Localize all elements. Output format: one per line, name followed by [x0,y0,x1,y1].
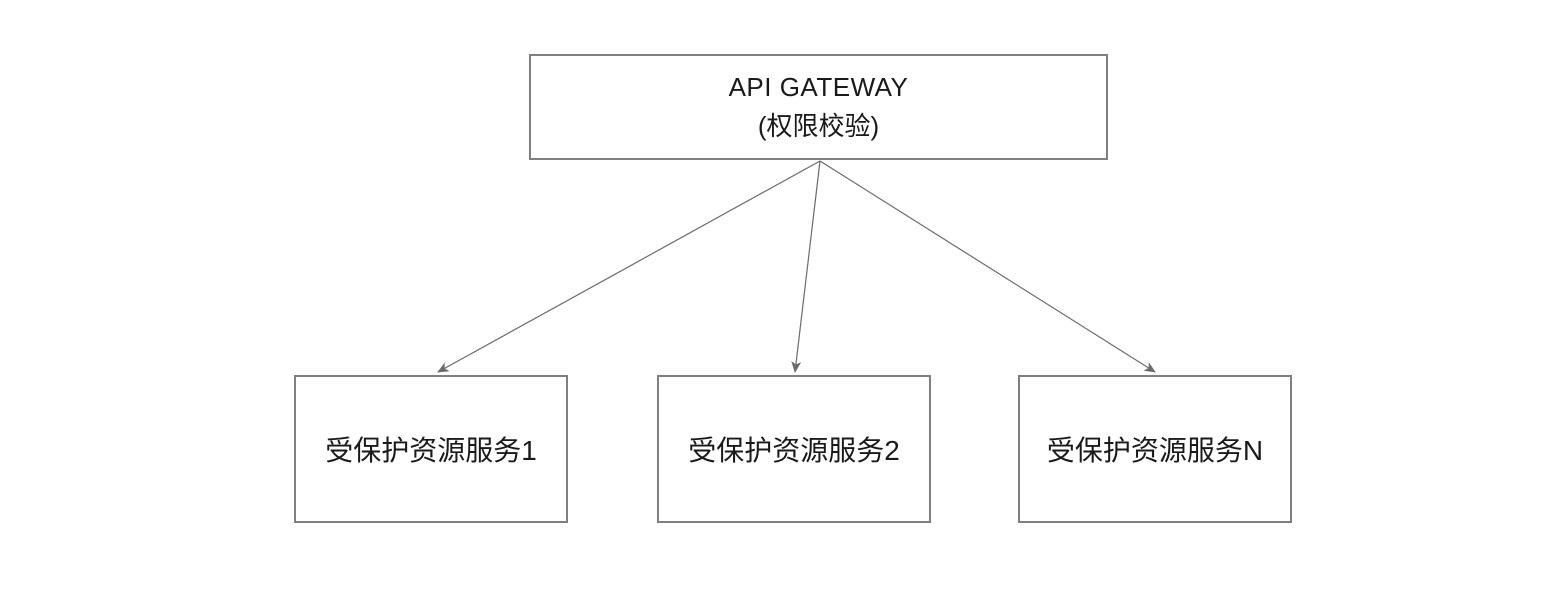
edge-gateway-to-service-n [819,160,1156,373]
protected-service-2-label: 受保护资源服务2 [688,435,900,466]
api-gateway-subtitle: (权限校验) [757,111,880,141]
protected-service-1-node: 受保护资源服务1 [294,375,571,526]
protected-service-1-label: 受保护资源服务1 [325,435,537,466]
protected-service-2-node: 受保护资源服务2 [657,375,934,526]
edge-gateway-to-service-2 [791,160,821,373]
edge-gateway-to-service-1 [437,160,821,373]
protected-service-n-node: 受保护资源服务N [1018,375,1295,526]
api-gateway-title: API GATEWAY [728,72,909,102]
api-gateway-node: API GATEWAY (权限校验) [529,54,1111,163]
protected-service-n-label: 受保护资源服务N [1046,435,1264,466]
